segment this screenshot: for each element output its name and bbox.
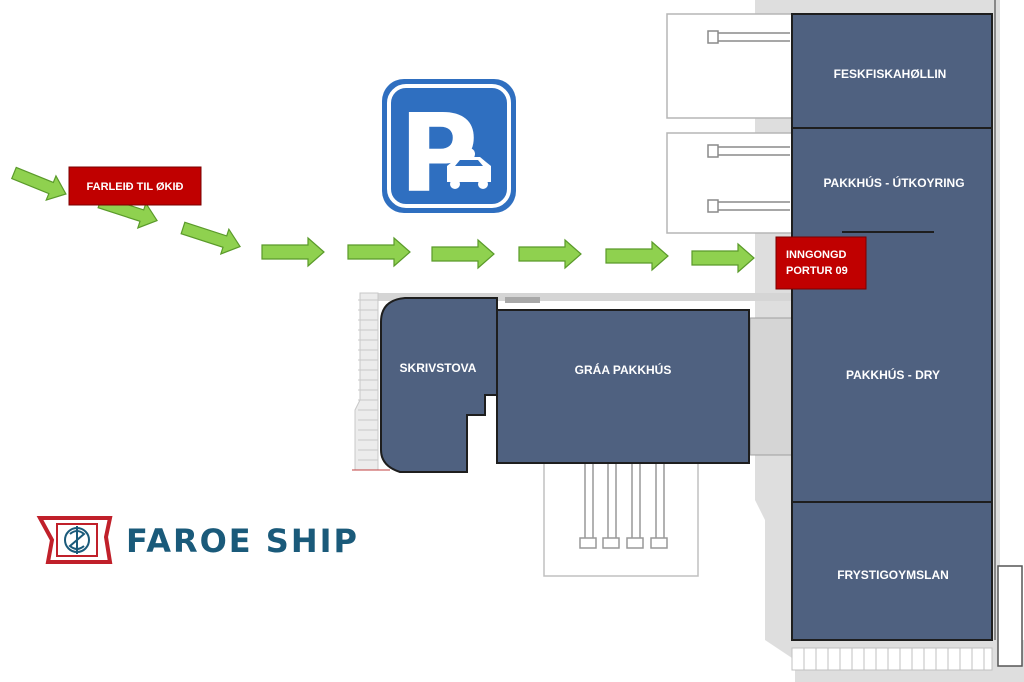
label-frystigoymslan: FRYSTIGOYMSLAN	[837, 568, 949, 582]
route-label-text: FARLEIÐ TIL ØKIÐ	[87, 181, 184, 193]
main-building	[791, 13, 993, 641]
building-skrivstova[interactable]	[380, 297, 498, 473]
arrow-icon	[431, 238, 495, 270]
arrow-icon	[605, 240, 669, 272]
arrow-icon	[518, 238, 582, 270]
arrow-icon	[691, 242, 755, 274]
faroe-ship-logo-text: FAROE SHIP	[126, 522, 359, 560]
entrance-label-line1: INNGONGD	[786, 249, 847, 261]
label-pakkhus-dry: PAKKHÚS - DRY	[846, 367, 940, 382]
label-feskfiskahollin: FESKFISKAHØLLIN	[834, 67, 947, 81]
car-icon	[447, 148, 491, 189]
label-graa-pakkhus: GRÁA PAKKHÚS	[575, 362, 672, 377]
arrow-icon	[261, 236, 325, 268]
arrow-icon	[10, 166, 67, 201]
label-skrivstova: SKRIVSTOVA	[400, 361, 477, 375]
entrance-label-line2: PORTUR 09	[786, 265, 848, 277]
arrow-icon	[347, 236, 411, 268]
entrance-label: INNGONGD PORTUR 09	[775, 236, 867, 290]
route-label: FARLEIÐ TIL ØKIÐ	[68, 166, 202, 206]
building-graa-pakkhus[interactable]	[496, 309, 750, 464]
faroe-ship-flag-icon	[36, 516, 113, 564]
parking-sign: P	[382, 79, 516, 217]
label-pakkhus-utkoyring: PAKKHÚS - ÚTKOYRING	[823, 175, 964, 190]
faroe-ship-logo: FAROE SHIP	[36, 516, 359, 564]
arrow-icon	[180, 221, 241, 255]
